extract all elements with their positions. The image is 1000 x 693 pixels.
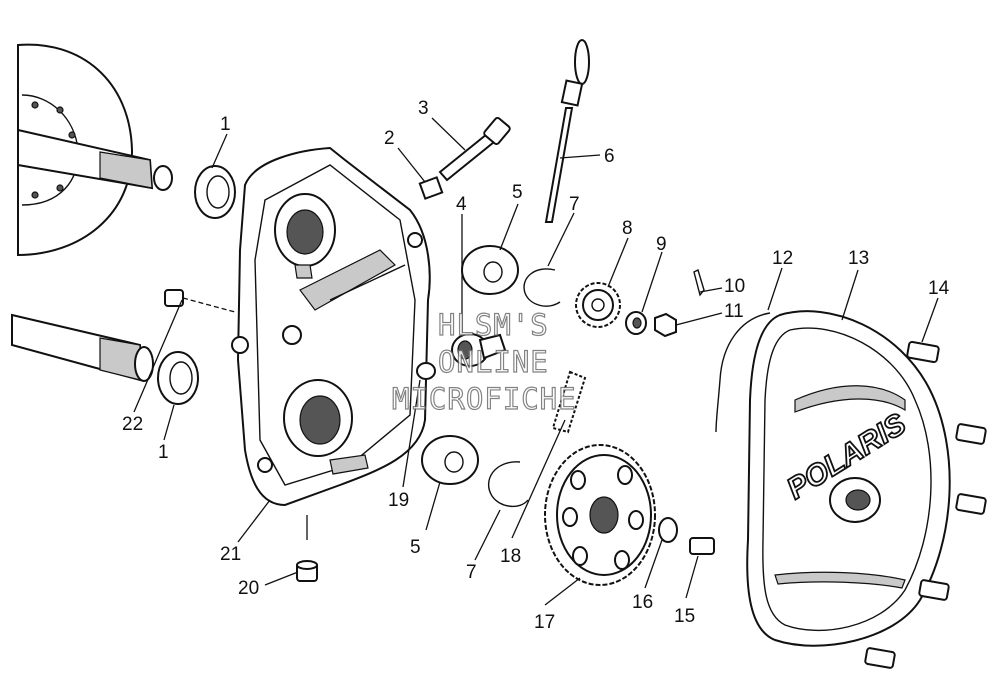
- callout-14: 14: [928, 278, 950, 299]
- bolt-15: [689, 537, 715, 555]
- snap-ring-upper: [523, 268, 561, 307]
- drain-plug: [296, 560, 318, 582]
- leader-lines: [133, 117, 939, 606]
- callout-5-lower: 5: [410, 537, 421, 558]
- oil-seal-lower: [157, 351, 199, 405]
- nut-19: [416, 362, 436, 380]
- callout-16: 16: [632, 592, 653, 613]
- chain-18: [551, 370, 587, 434]
- callout-11: 11: [724, 301, 744, 322]
- bolt-3: [438, 117, 511, 182]
- callout-7-lower: 7: [466, 562, 477, 583]
- nut-2: [418, 176, 444, 200]
- watermark-line-2: ONLINE: [438, 345, 549, 379]
- callout-1-upper: 1: [220, 114, 231, 135]
- callout-3: 3: [418, 98, 429, 119]
- driven-shaft: [11, 313, 154, 382]
- watermark-line-1: HLSM'S: [438, 308, 549, 342]
- callout-labels: 1 2 3 4 5 6 7 8 9 10 11 12 13 14 22 1 19…: [122, 98, 950, 633]
- drive-clutch-assembly: [17, 43, 173, 257]
- callout-6: 6: [604, 146, 615, 167]
- callout-8: 8: [622, 218, 633, 239]
- chaincase-cover: POLARIS: [746, 310, 951, 647]
- callout-12: 12: [772, 248, 793, 269]
- bearing-lower: [421, 435, 479, 485]
- washer-16: [658, 517, 678, 543]
- dipstick: [544, 39, 590, 223]
- washer-9: [625, 311, 647, 335]
- cover-bolts: [864, 340, 987, 669]
- callout-21: 21: [220, 544, 241, 565]
- gear-17: [544, 444, 656, 586]
- callout-5-upper: 5: [512, 182, 523, 203]
- tensioner-4: [451, 333, 507, 367]
- bolt-22: [164, 289, 236, 313]
- watermark-line-3: MICROFICHE: [392, 382, 577, 416]
- callout-22: 22: [122, 414, 143, 435]
- callout-1-lower: 1: [158, 442, 169, 463]
- callout-10: 10: [724, 276, 745, 297]
- bearing-upper: [461, 245, 519, 295]
- watermark: HLSM'S ONLINE MICROFICHE: [391, 307, 577, 416]
- snap-ring-lower: [487, 461, 529, 507]
- callout-20: 20: [238, 578, 259, 599]
- callout-18: 18: [500, 546, 521, 567]
- chaincase-housing: [231, 146, 431, 507]
- callout-4: 4: [456, 194, 467, 215]
- oil-seal-upper: [194, 165, 236, 219]
- callout-13: 13: [848, 248, 869, 269]
- callout-19: 19: [388, 490, 409, 511]
- callout-15: 15: [674, 606, 695, 627]
- sprocket-8: [575, 282, 621, 328]
- nut-11: [654, 312, 677, 338]
- callout-7-upper: 7: [569, 194, 580, 215]
- o-ring-12: [715, 312, 771, 433]
- callout-9: 9: [656, 234, 667, 255]
- cotter-pin-10: [693, 269, 705, 297]
- callout-17: 17: [534, 612, 555, 633]
- callout-2: 2: [384, 128, 395, 149]
